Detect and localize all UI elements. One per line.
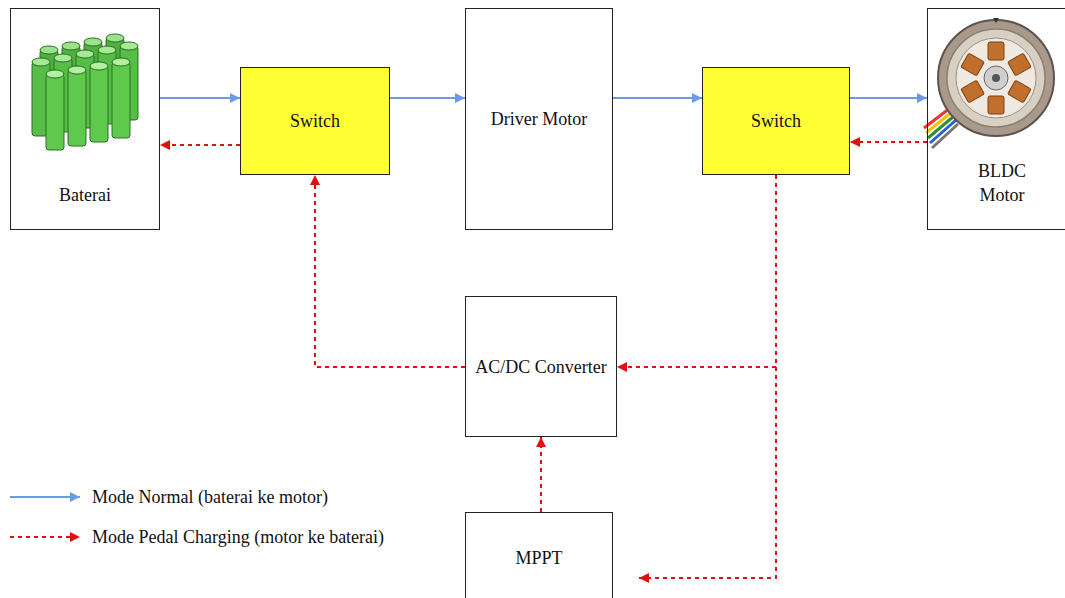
driver-box: Driver Motor [465, 8, 613, 230]
charging-flow-arrow [850, 141, 927, 143]
legend-blue-sample [10, 496, 80, 498]
box-label: AC/DC Converter [475, 355, 606, 379]
motor-illustration [924, 18, 1054, 148]
normal-flow-arrow [390, 97, 465, 99]
charging-flow-arrow [540, 437, 542, 512]
battery-box: Baterai [10, 8, 160, 230]
normal-flow-arrow [850, 97, 927, 99]
normal-flow-arrow [160, 97, 240, 99]
box-label: Driver Motor [491, 107, 587, 131]
charging-flow-arrow [160, 144, 240, 146]
charging-flow-arrow [617, 175, 776, 367]
motor-box: BLDC Motor [927, 8, 1065, 230]
box-label: BLDC Motor [967, 159, 1037, 207]
box-label: Switch [290, 109, 340, 133]
legend-text: Mode Pedal Charging (motor ke baterai) [92, 526, 384, 548]
charging-flow-arrow [315, 175, 465, 367]
legend-text: Mode Normal (baterai ke motor) [92, 486, 328, 508]
mppt-box: MPPT [465, 512, 613, 598]
battery-illustration [32, 34, 138, 150]
normal-flow-arrow [613, 97, 702, 99]
box-label: Baterai [59, 183, 111, 207]
box-label: MPPT [515, 546, 562, 570]
switch-box: Switch [702, 67, 850, 175]
charging-flow-arrow [639, 175, 776, 578]
converter-box: AC/DC Converter [465, 296, 617, 437]
switch-box: Switch [240, 67, 390, 175]
box-label: Switch [751, 109, 801, 133]
legend-red-sample [10, 536, 80, 538]
